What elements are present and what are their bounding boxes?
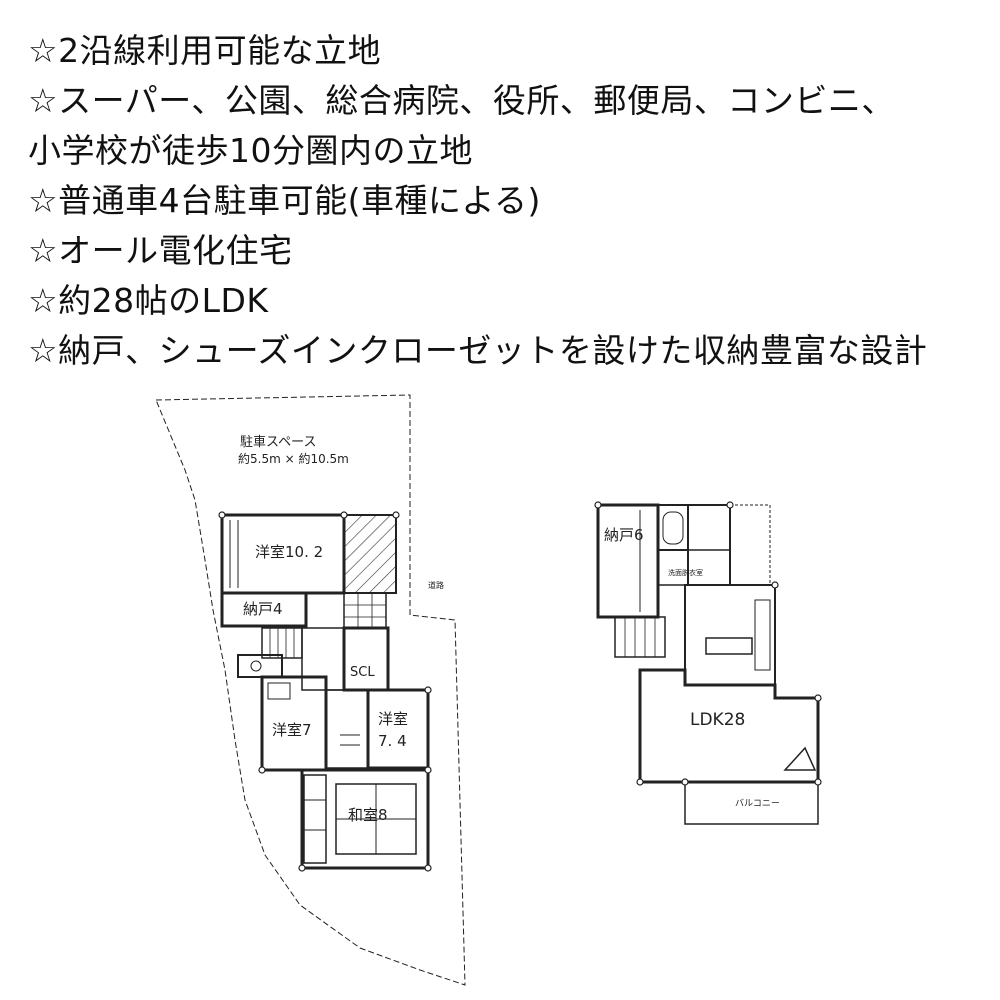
corridor-mid (325, 689, 369, 769)
room-western-7-label: 洋室7 (272, 721, 312, 739)
feature-item: ☆2沿線利用可能な立地 (28, 31, 382, 70)
second-floor-plan: 納戸6 洗面脱衣室 LDK28 バルコニー (594, 501, 822, 825)
toilet (237, 654, 283, 678)
site-boundary (155, 394, 466, 986)
room-western-74-label-b: 7. 4 (378, 732, 407, 750)
room-ldk-label: LDK28 (690, 710, 745, 730)
room-scl (342, 626, 390, 692)
kitchen-island (705, 637, 753, 655)
room-storage-6-label: 納戸6 (604, 526, 644, 544)
room-storage-4 (220, 591, 308, 628)
room-storage-4-label: 納戸4 (243, 600, 283, 618)
staircase-2f (614, 616, 666, 658)
washroom-area (657, 549, 731, 586)
feature-item: ☆オール電化住宅 (28, 231, 293, 270)
room-storage-6 (596, 503, 660, 619)
room-western-10-label: 洋室10. 2 (255, 543, 323, 561)
room-scl-label: SCL (350, 665, 375, 680)
room-japanese-8 (300, 768, 430, 870)
balcony-label: バルコニー (735, 798, 780, 809)
feature-item: ☆納戸、シューズインクローゼットを設けた収納豊富な設計 (28, 331, 928, 370)
feature-list: ☆2沿線利用可能な立地 ☆スーパー、公園、総合病院、役所、郵便局、コンビニ、 小… (28, 26, 988, 376)
first-floor-plan: 駐車スペース 約5.5m × 約10.5m 道路 洋室10. 2 納戸4 SCL (155, 394, 466, 986)
balcony (684, 781, 819, 825)
feature-item: ☆スーパー、公園、総合病院、役所、郵便局、コンビニ、 (28, 81, 895, 120)
room-western-74-label-a: 洋室 (378, 710, 408, 728)
staircase (261, 627, 303, 659)
room-japanese-8-label: 和室8 (348, 806, 388, 824)
room-western-74 (366, 688, 430, 770)
feature-item: 小学校が徒歩10分圏内の立地 (28, 131, 473, 170)
road-label: 道路 (428, 580, 444, 590)
feature-item: ☆普通車4台駐車可能(車種による) (28, 181, 541, 220)
feature-item: ☆約28帖のLDK (28, 281, 269, 320)
porch-hatch (343, 514, 397, 594)
parking-size: 約5.5m × 約10.5m (238, 451, 349, 466)
parking-label: 駐車スペース (240, 435, 316, 450)
washroom-label: 洗面脱衣室 (668, 568, 703, 577)
entry-tiles (343, 592, 387, 629)
hallway (301, 627, 345, 691)
